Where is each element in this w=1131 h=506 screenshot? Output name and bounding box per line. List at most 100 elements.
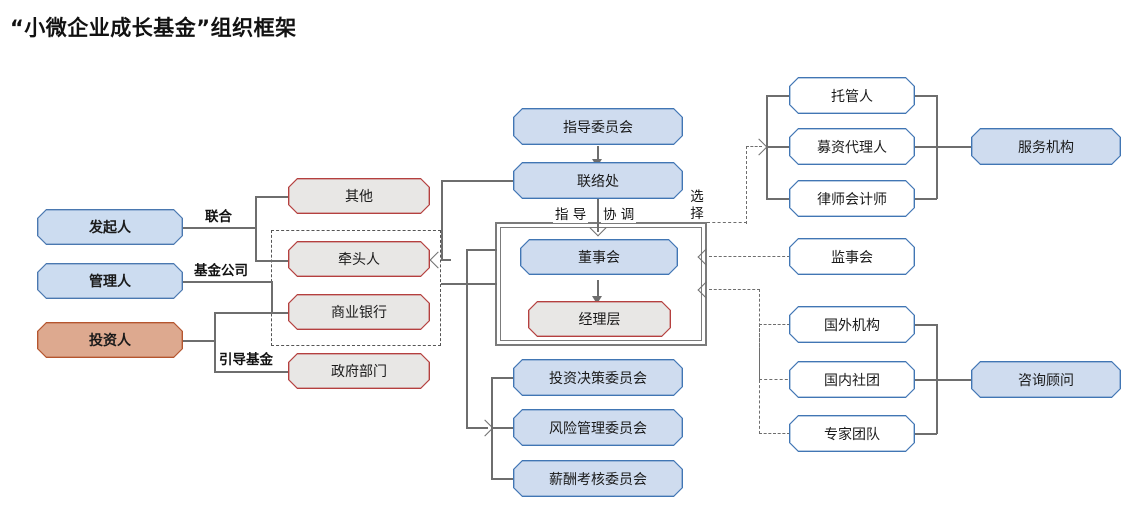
line-service-to-org [936, 146, 971, 148]
line-investor-to-government [214, 371, 289, 373]
node-board[interactable]: 董事会 [520, 239, 678, 275]
line-to-committee-bracket [466, 427, 488, 429]
node-risk-management-committee-label: 风险管理委员会 [549, 420, 647, 437]
fund-entity-inner-frame [500, 227, 702, 341]
line-investor-to-bank [214, 312, 289, 314]
line-consult-right-3 [913, 433, 937, 435]
node-custodian-label: 托管人 [831, 88, 873, 105]
edge-label-fund-company: 基金公司 [192, 259, 250, 279]
node-manager[interactable]: 管理人 [37, 263, 183, 299]
line-investor-out [183, 340, 215, 342]
node-steering-committee[interactable]: 指导委员会 [513, 108, 683, 145]
edge-label-coordinate: 协 调 [601, 203, 637, 223]
node-commercial-bank-label: 商业银行 [331, 305, 387, 321]
node-government-label: 政府部门 [331, 364, 387, 380]
node-risk-management-committee[interactable]: 风险管理委员会 [513, 409, 683, 446]
node-steering-committee-label: 指导委员会 [563, 119, 633, 136]
edge-label-guidance-fund: 引导基金 [217, 348, 275, 368]
dash-choose-top [746, 146, 762, 147]
line-union-to-bracket [228, 227, 256, 229]
edge-label-choose: 选择 [690, 189, 704, 222]
node-management-layer-label: 经理层 [578, 312, 621, 328]
node-compensation-committee[interactable]: 薪酬考核委员会 [513, 460, 683, 497]
dash-consult-to-management [709, 289, 760, 290]
line-steering-to-liaison [597, 146, 599, 164]
dash-consult-to-bracket [759, 379, 793, 380]
node-board-label: 董事会 [578, 250, 620, 266]
node-investor[interactable]: 投资人 [37, 322, 183, 358]
line-committee-1 [491, 377, 513, 379]
node-lawyer-accountant-label: 律师会计师 [817, 191, 887, 208]
node-manager-label: 管理人 [89, 274, 131, 290]
arrow-board-to-management [592, 296, 602, 304]
node-foreign-institution[interactable]: 国外机构 [789, 306, 915, 343]
line-consult-right-2 [913, 379, 937, 381]
node-consultant[interactable]: 咨询顾问 [971, 361, 1121, 398]
line-committee-2 [491, 427, 513, 429]
node-lead[interactable]: 牵头人 [288, 241, 430, 277]
line-service-right-2 [913, 146, 937, 148]
node-service-org-label: 服务机构 [1018, 139, 1074, 156]
line-investor-bracket-vert [214, 312, 216, 372]
line-manager-out [183, 281, 272, 283]
node-consultant-label: 咨询顾问 [1018, 372, 1074, 389]
line-union-to-other [255, 196, 289, 198]
node-domestic-association[interactable]: 国内社团 [789, 361, 915, 398]
node-investment-decision-committee-label: 投资决策委员会 [549, 370, 647, 387]
dash-consult-left-1 [759, 324, 790, 325]
line-consult-right-1 [913, 324, 937, 326]
line-liaison-left [441, 180, 513, 182]
line-service-right-3 [913, 198, 937, 200]
node-management-layer[interactable]: 经理层 [528, 301, 671, 337]
node-expert-team[interactable]: 专家团队 [789, 415, 915, 452]
line-entity-left-out [441, 283, 497, 286]
node-expert-team-label: 专家团队 [824, 426, 880, 443]
node-compensation-committee-label: 薪酬考核委员会 [549, 471, 647, 488]
node-other[interactable]: 其他 [288, 178, 430, 214]
node-investor-label: 投资人 [89, 333, 131, 349]
node-service-org[interactable]: 服务机构 [971, 128, 1121, 165]
edge-label-guide: 指 导 [553, 203, 589, 223]
node-investment-decision-committee[interactable]: 投资决策委员会 [513, 359, 683, 396]
dash-consult-left-3 [759, 433, 790, 434]
node-government[interactable]: 政府部门 [288, 353, 430, 389]
node-custodian[interactable]: 托管人 [789, 77, 915, 114]
line-union-bracket-vert [255, 196, 257, 262]
node-other-label: 其他 [345, 189, 373, 205]
dash-choose-vert [746, 146, 747, 224]
node-fundraising-agent[interactable]: 募资代理人 [789, 128, 915, 165]
line-committee-3 [491, 478, 513, 480]
line-entity-trunk-vert [466, 249, 469, 429]
node-sponsor[interactable]: 发起人 [37, 209, 183, 245]
dash-consult-bracket-vert [759, 324, 760, 434]
arrowhead-choose [750, 138, 768, 156]
node-liaison-office-label: 联络处 [577, 173, 619, 190]
dash-choose-base [707, 222, 747, 223]
line-sponsor-out [183, 227, 255, 229]
dash-supervisory-to-board [709, 256, 790, 257]
node-domestic-association-label: 国内社团 [824, 372, 880, 389]
node-lawyer-accountant[interactable]: 律师会计师 [789, 180, 915, 217]
node-commercial-bank[interactable]: 商业银行 [288, 294, 430, 330]
line-service-left-1 [766, 95, 790, 97]
line-liaison-left-vert [441, 180, 443, 260]
line-service-left-2 [766, 146, 790, 148]
node-sponsor-label: 发起人 [89, 220, 131, 236]
node-supervisory-board-label: 监事会 [831, 249, 873, 266]
page-title: “小微企业成长基金”组织框架 [10, 16, 297, 40]
line-entity-trunk-top [466, 249, 497, 252]
line-manager-vert [271, 281, 273, 312]
node-fundraising-agent-label: 募资代理人 [817, 139, 887, 156]
line-liaison-to-board [597, 198, 599, 232]
line-consult-to-advisor [936, 379, 971, 381]
line-board-to-management [597, 280, 599, 302]
node-foreign-institution-label: 国外机构 [824, 317, 880, 334]
node-liaison-office[interactable]: 联络处 [513, 162, 683, 199]
edge-label-union: 联合 [203, 205, 234, 225]
line-service-right-1 [913, 95, 937, 97]
line-service-left-3 [766, 198, 790, 200]
node-lead-label: 牵头人 [338, 252, 380, 268]
node-supervisory-board[interactable]: 监事会 [789, 238, 915, 275]
line-liaison-to-lead-arrow [441, 259, 451, 261]
